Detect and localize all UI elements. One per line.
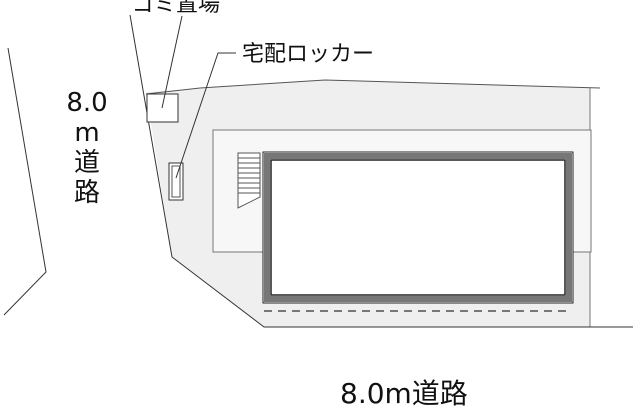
- garbage-area-label: ゴミ置場: [132, 0, 221, 17]
- site-map: [3, 14, 633, 328]
- left-road-char-1: 道: [73, 148, 100, 178]
- building-wall: [264, 153, 572, 302]
- locker-leader: [175, 52, 236, 179]
- garbage-leader: [161, 15, 183, 109]
- delivery-locker-label: 宅配ロッカー: [242, 42, 375, 67]
- delivery-locker: [168, 162, 184, 201]
- bottom-road-label: 8.0m道路: [340, 377, 468, 410]
- building-inner: [270, 159, 566, 296]
- delivery-locker-inner: [171, 165, 181, 198]
- left-road-label: 8.0 m 道 路: [62, 88, 112, 208]
- site-boundary-top: [145, 79, 601, 95]
- left-road-unit: m: [74, 118, 100, 148]
- site-boundary-left: [129, 14, 633, 328]
- left-road-width: 8.0: [66, 88, 108, 118]
- stairs: [237, 152, 261, 209]
- left-road-edge: [3, 47, 47, 316]
- left-road-char-2: 路: [73, 178, 100, 208]
